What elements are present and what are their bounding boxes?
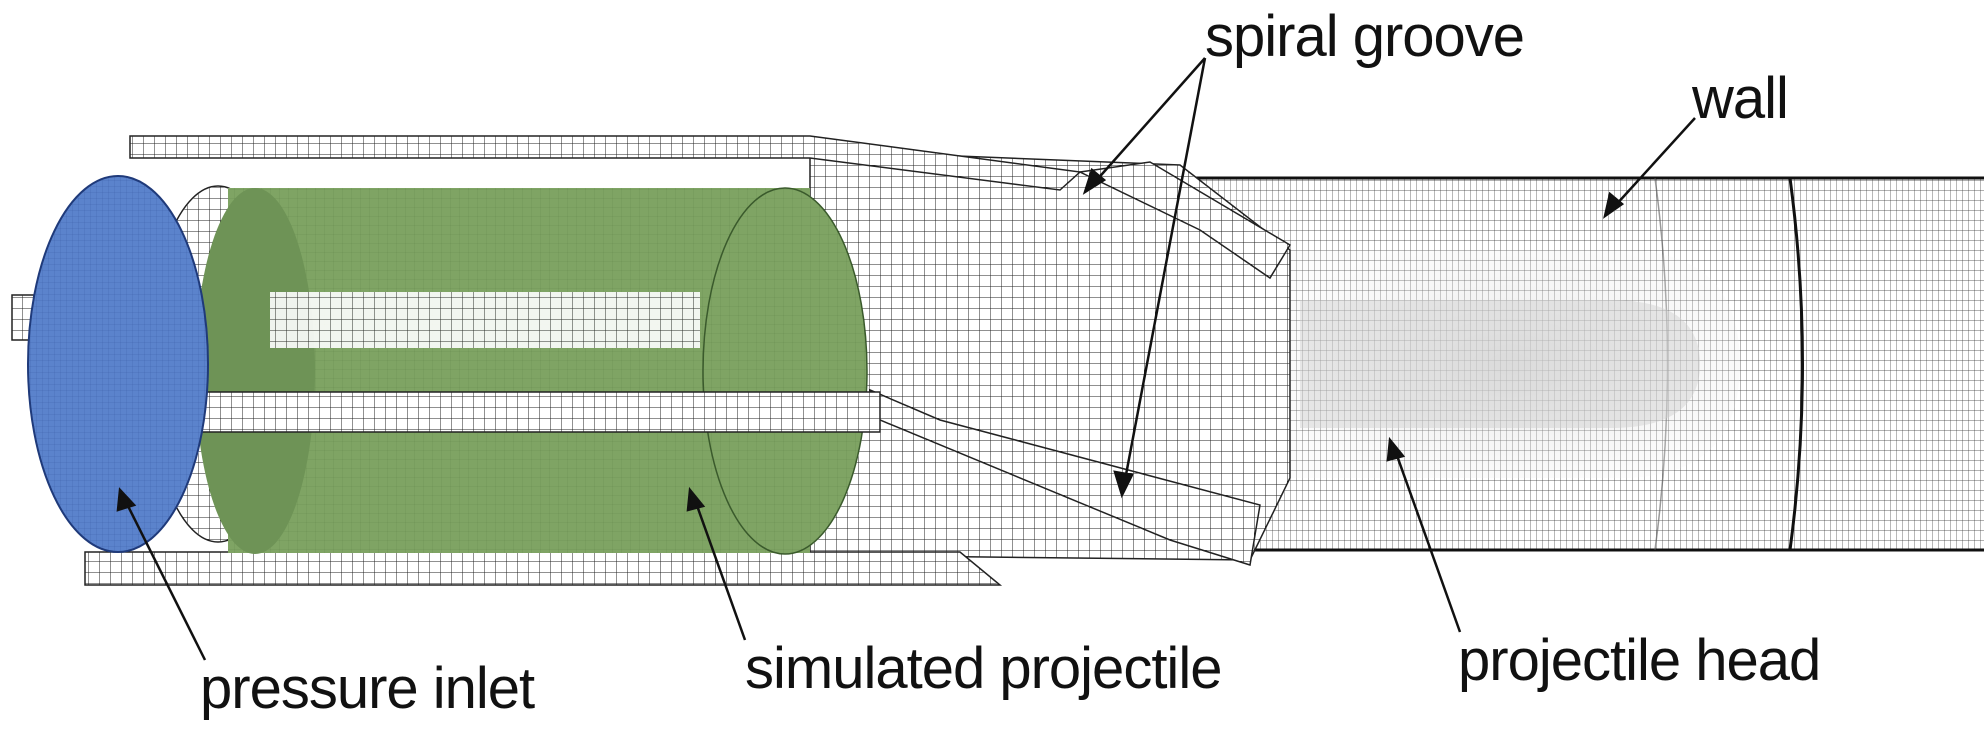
wall-label: wall [1692,66,1789,131]
arrow-spiral-groove-upper [1094,57,1206,183]
simulated-projectile-label: simulated projectile [745,636,1222,701]
leader-arrows [116,57,1696,661]
pressure-inlet-disc [27,175,209,553]
arrow-pressure-inlet [123,499,207,661]
spiral-groove-band [868,161,1292,566]
projectile-head-label: projectile head [1458,628,1821,693]
pressure-inlet-label: pressure inlet [200,656,535,721]
simulated-projectile-shape [195,187,881,555]
arrow-spiral-groove-lower [1123,57,1207,481]
projectile-head-shape [1280,250,1740,478]
arrow-simulated-projectile [693,499,747,641]
arrow-projectile-head [1393,449,1462,633]
arrow-wall [1614,117,1696,207]
spiral-groove-label: spiral groove [1205,4,1525,69]
